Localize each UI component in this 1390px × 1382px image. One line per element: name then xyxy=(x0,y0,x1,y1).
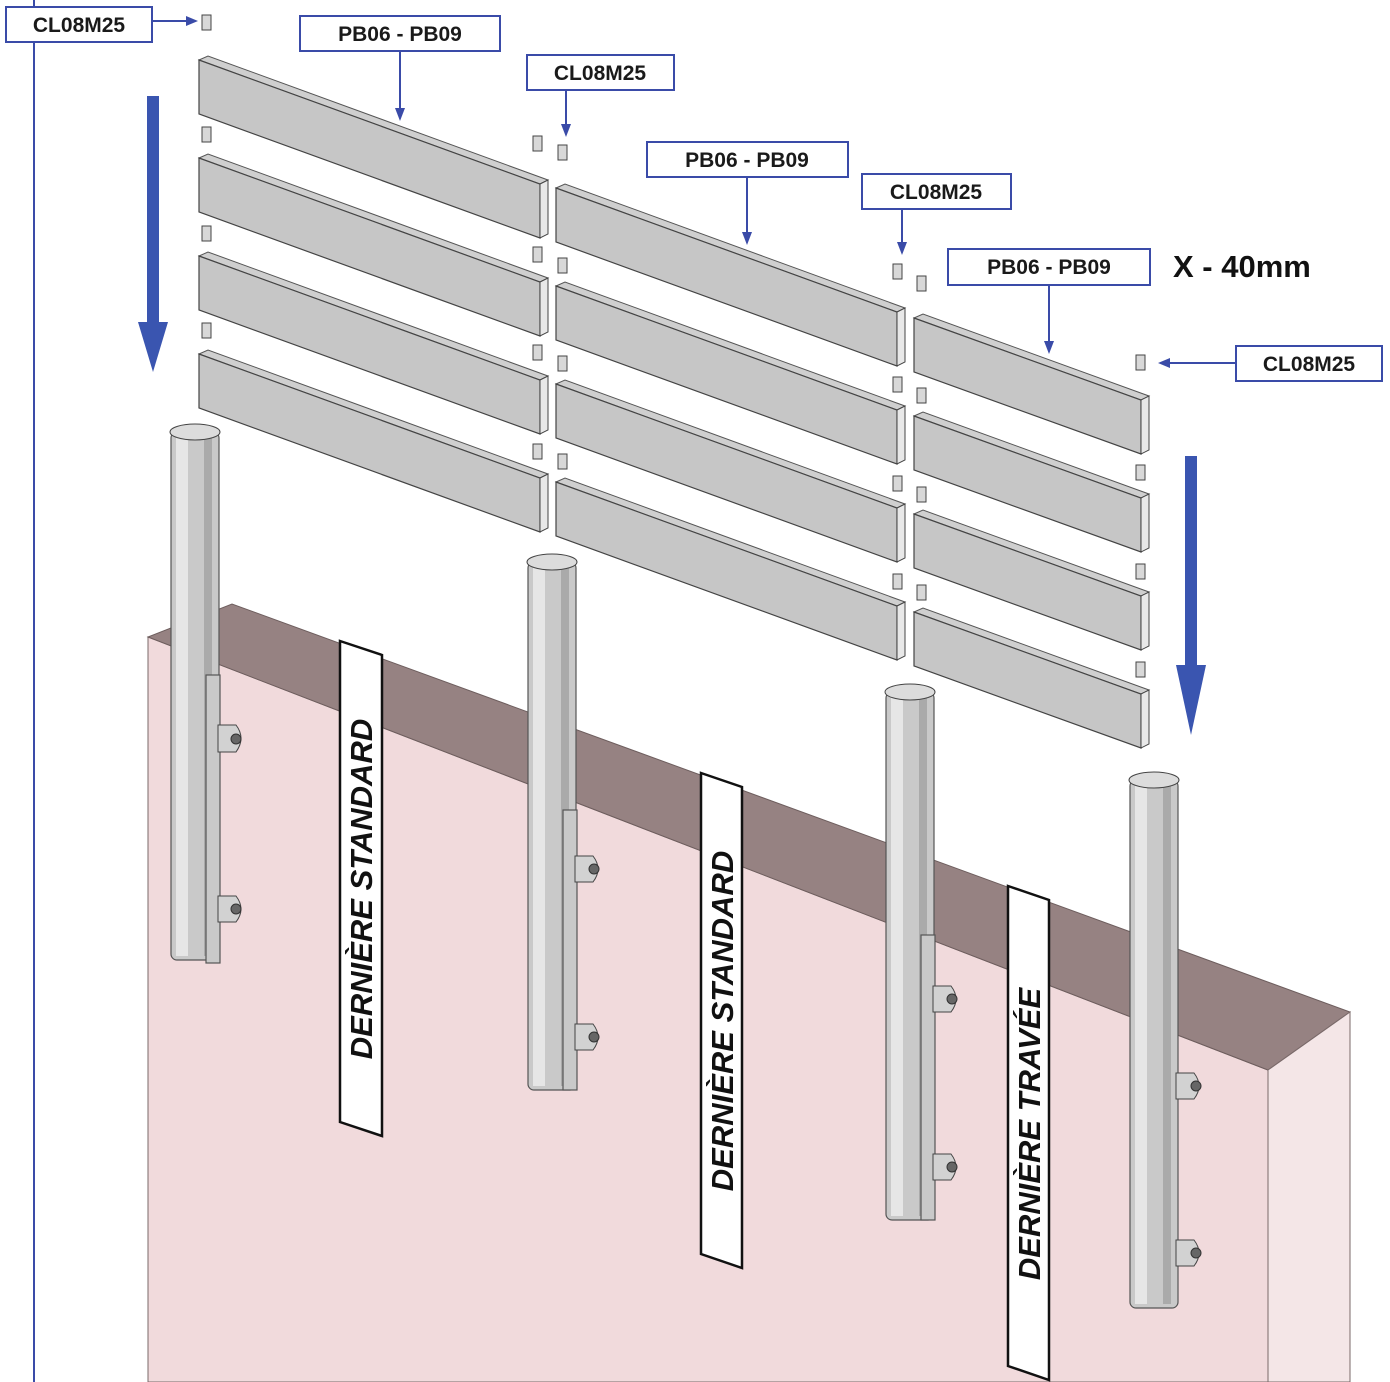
section-label-1: DERNIÈRE STANDARD xyxy=(338,639,384,1138)
clip xyxy=(1135,464,1146,481)
clip xyxy=(916,584,927,601)
clip-callout-3: CL08M25 xyxy=(861,173,1012,255)
clip xyxy=(892,263,903,280)
panel xyxy=(912,607,1151,749)
wall-side-face xyxy=(1267,1011,1351,1382)
bay-3-panels xyxy=(912,313,1151,749)
clip xyxy=(557,257,568,274)
post-1 xyxy=(169,423,242,964)
panel xyxy=(912,509,1151,651)
panel xyxy=(197,251,550,435)
clip xyxy=(1135,354,1146,371)
clip xyxy=(557,453,568,470)
clip xyxy=(532,135,543,152)
clip xyxy=(201,225,212,242)
panel xyxy=(197,349,550,533)
dimension-note: X - 40mm xyxy=(1173,249,1311,284)
clip-callout-4: CL08M25 xyxy=(1158,345,1383,382)
panel-code-label: PB06 - PB09 xyxy=(685,149,809,172)
panel-callout-1: PB06 - PB09 xyxy=(299,15,501,121)
panel xyxy=(912,411,1151,553)
clip xyxy=(557,144,568,161)
clip-code-label: CL08M25 xyxy=(890,181,983,204)
clip xyxy=(557,355,568,372)
section-label-text: DERNIÈRE TRAVÉE xyxy=(1012,987,1047,1281)
post-4 xyxy=(1128,771,1202,1309)
clip-code-label: CL08M25 xyxy=(33,14,126,37)
panel xyxy=(912,313,1151,455)
clip xyxy=(201,14,212,31)
panel xyxy=(554,379,907,563)
bay-1-panels xyxy=(197,55,550,533)
clip xyxy=(1135,661,1146,678)
panel-code-label: PB06 - PB09 xyxy=(987,256,1111,279)
panel xyxy=(554,477,907,661)
section-label-3: DERNIÈRE TRAVÉE xyxy=(1006,884,1051,1382)
clip xyxy=(532,443,543,460)
clip xyxy=(201,322,212,339)
clip xyxy=(916,486,927,503)
panel xyxy=(197,55,550,239)
section-label-2: DERNIÈRE STANDARD xyxy=(699,771,744,1270)
clips xyxy=(201,14,1146,678)
clip xyxy=(201,126,212,143)
clip-callout-2: CL08M25 xyxy=(526,54,675,137)
clip-callout-1: CL08M25 xyxy=(5,6,198,43)
clip-code-label: CL08M25 xyxy=(1263,353,1356,376)
clip xyxy=(892,475,903,492)
panel-callout-3: PB06 - PB09 xyxy=(947,248,1151,354)
post-3 xyxy=(884,683,958,1221)
clip xyxy=(532,344,543,361)
bay-2-panels xyxy=(554,183,907,661)
clip xyxy=(892,573,903,590)
clip xyxy=(916,387,927,404)
assembly-arrow-left xyxy=(138,96,168,372)
clip-code-label: CL08M25 xyxy=(554,62,647,85)
panel xyxy=(554,183,907,367)
panel xyxy=(197,153,550,337)
clip xyxy=(1135,563,1146,580)
section-label-text: DERNIÈRE STANDARD xyxy=(344,719,379,1059)
post-2 xyxy=(526,553,600,1091)
panel-callout-2: PB06 - PB09 xyxy=(646,141,849,245)
panel-code-label: PB06 - PB09 xyxy=(338,23,462,46)
assembly-arrow-right xyxy=(1176,456,1206,735)
panel xyxy=(554,281,907,465)
clip xyxy=(892,376,903,393)
section-label-text: DERNIÈRE STANDARD xyxy=(705,851,740,1191)
clip xyxy=(532,246,543,263)
clip xyxy=(916,275,927,292)
